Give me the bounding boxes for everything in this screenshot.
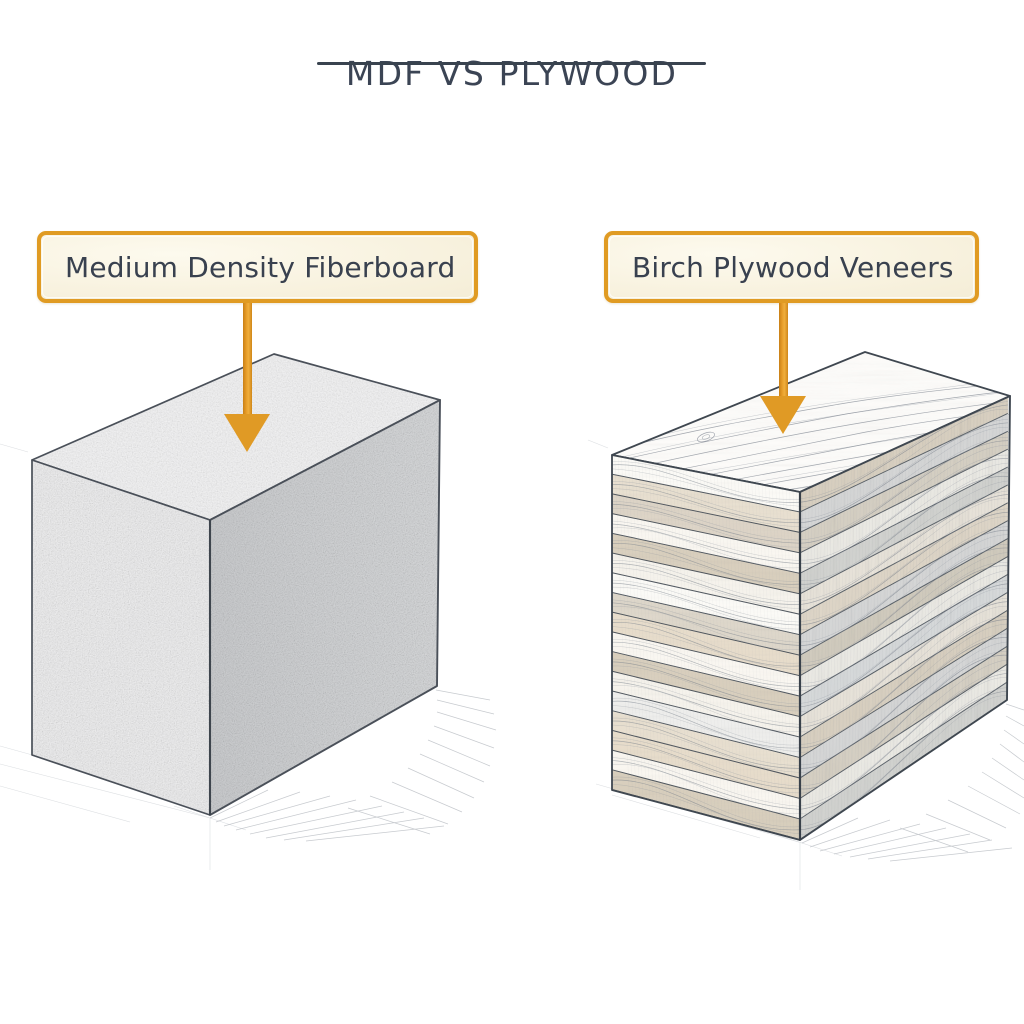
plywood-ground-shadow — [801, 703, 1024, 862]
down-arrow-icon-plywood-stem — [779, 303, 788, 408]
plywood-veneer-layers-front — [612, 455, 800, 840]
page-title-text: MDF VS PLYWOOD — [345, 54, 679, 93]
page-title: MDF VS PLYWOOD — [0, 54, 1024, 93]
plywood-ground-lines — [587, 439, 843, 890]
down-arrow-icon-mdf-stem — [243, 303, 252, 427]
down-arrow-icon-mdf-head — [224, 414, 270, 452]
callout-label-plywood[interactable]: Birch Plywood Veneers — [604, 231, 979, 303]
callout-label-mdf-text: Medium Density Fiberboard — [65, 250, 456, 284]
plywood-block — [611, 351, 1011, 841]
plywood-veneer-layers-side — [800, 396, 1010, 840]
mdf-ground-shadow — [209, 689, 497, 842]
callout-label-mdf[interactable]: Medium Density Fiberboard — [37, 231, 478, 303]
title-underline — [317, 62, 706, 65]
down-arrow-icon-plywood-head — [760, 396, 806, 434]
mdf-ground-lines — [0, 443, 247, 870]
callout-label-plywood-text: Birch Plywood Veneers — [632, 250, 954, 284]
